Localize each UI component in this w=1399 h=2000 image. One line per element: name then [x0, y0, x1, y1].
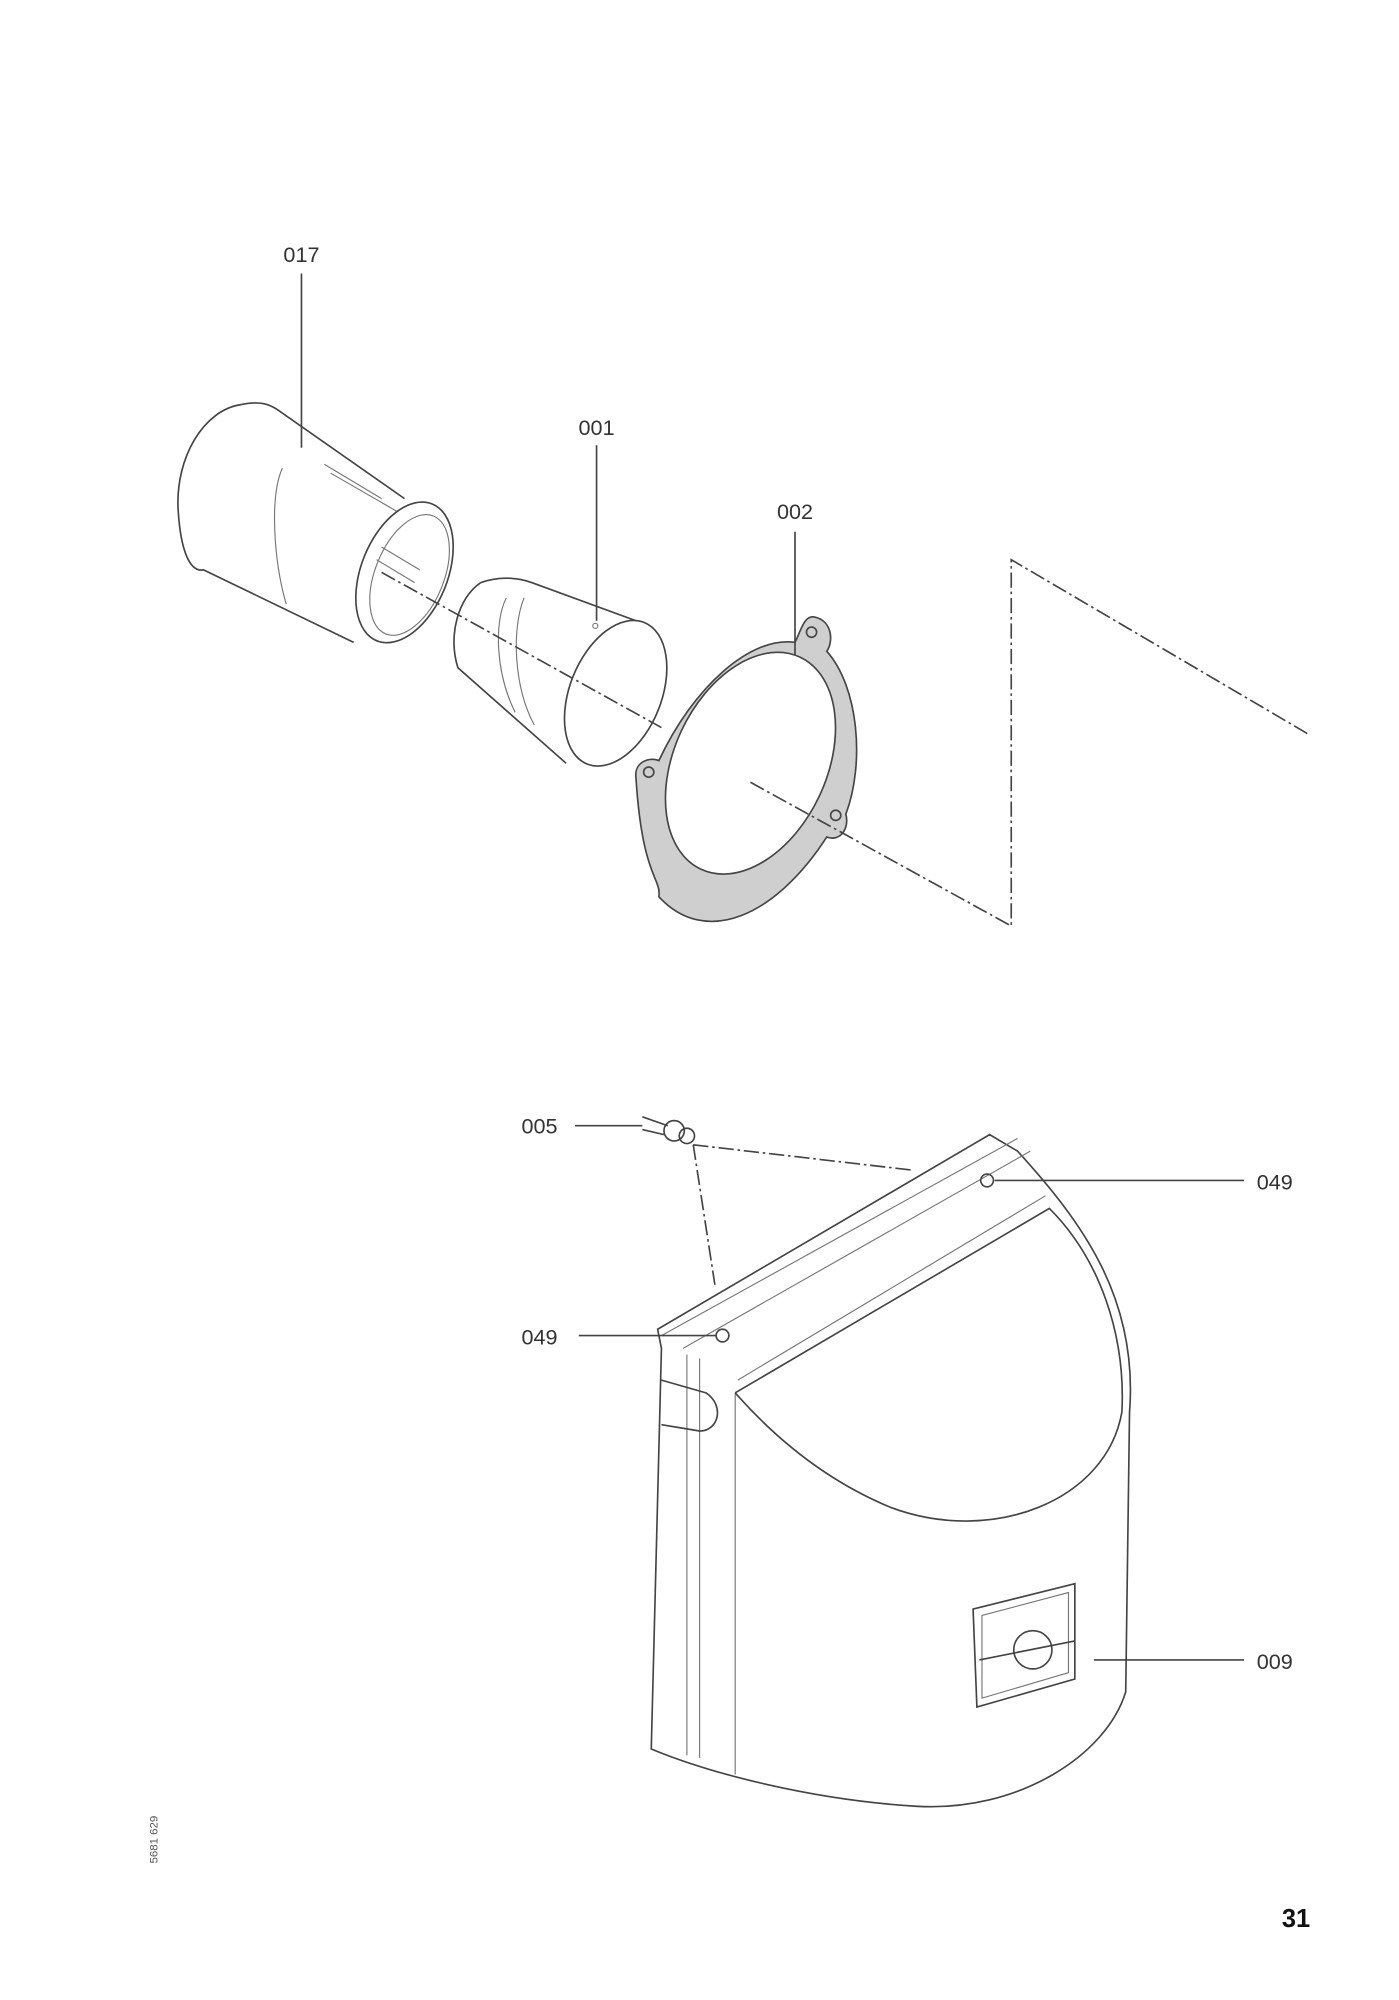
callout-049-right: 049 — [1257, 1169, 1293, 1194]
part-001-nozzle — [453, 577, 668, 767]
page-number: 31 — [1282, 1905, 1310, 1933]
callout-002: 002 — [777, 499, 813, 524]
callout-009: 009 — [1257, 1649, 1293, 1674]
callout-005: 005 — [522, 1113, 558, 1138]
callout-017: 017 — [283, 242, 319, 267]
part-009-cover-hood — [650, 1133, 1132, 1808]
knob-icon — [972, 1582, 1076, 1709]
part-017-tube — [177, 402, 455, 644]
axis-line — [381, 558, 1311, 928]
drawing-code: 5681 629 — [149, 1816, 161, 1864]
callout-049-left: 049 — [522, 1325, 558, 1350]
part-002-gasket — [635, 616, 858, 923]
part-005-screw — [642, 1116, 696, 1145]
callout-001: 001 — [579, 415, 615, 440]
